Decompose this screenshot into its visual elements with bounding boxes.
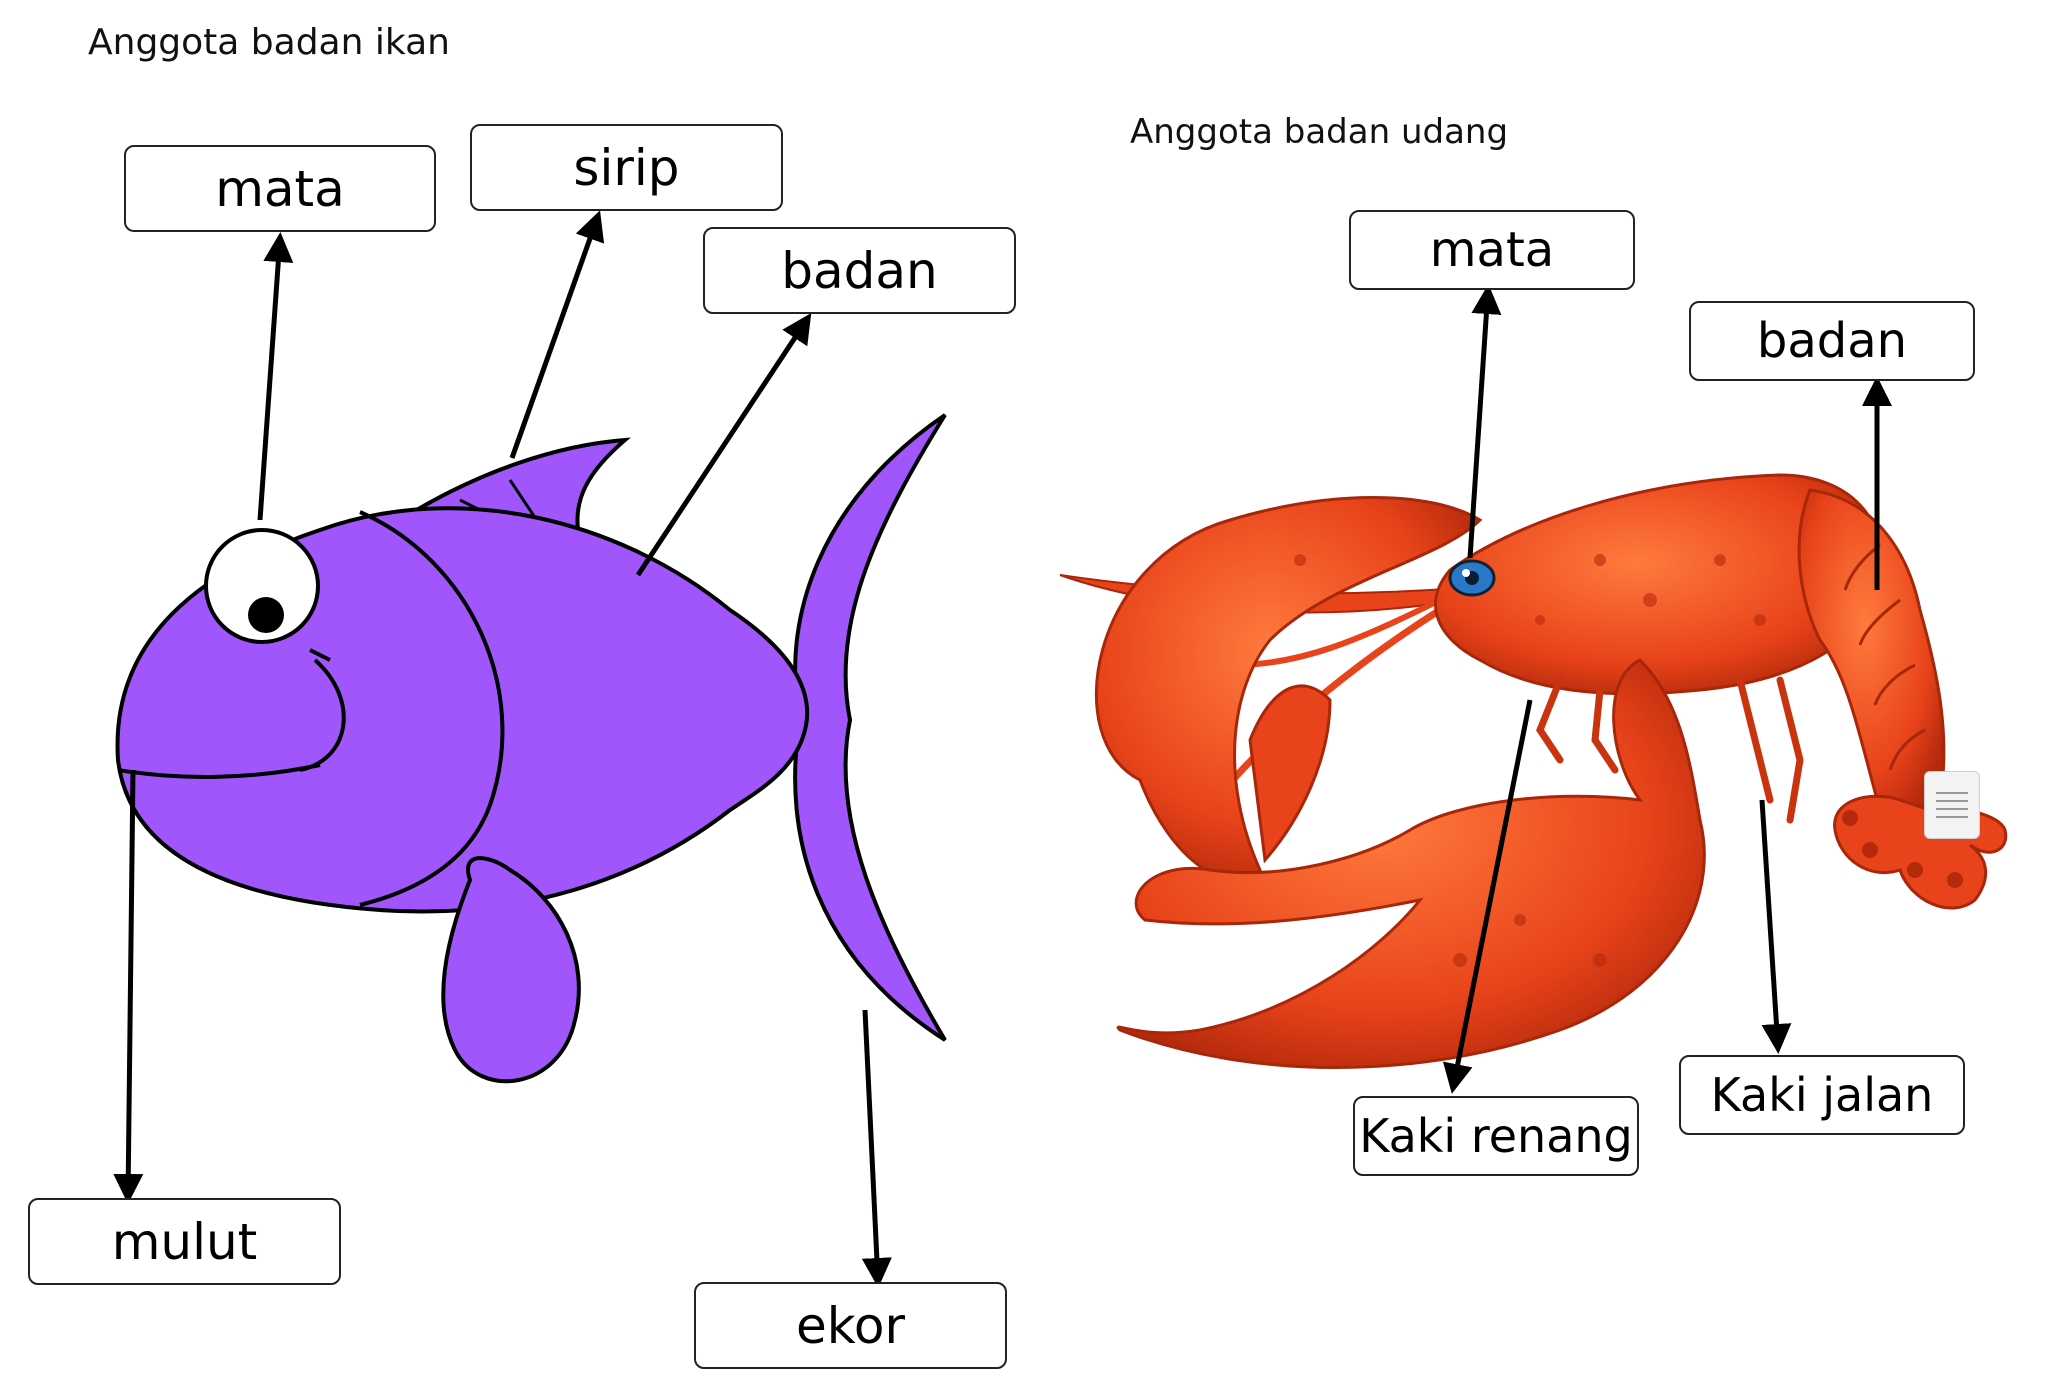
arrow-fish-mulut (113, 769, 144, 1204)
shrimp-tail-fan (1833, 794, 2008, 910)
label-fish-sirip: sirip (470, 124, 783, 211)
label-fish-ekor: ekor (694, 1282, 1007, 1369)
arrow-fish-sirip (509, 210, 605, 459)
shrimp-lower-claw (1116, 658, 1706, 1069)
fish-eye (204, 528, 320, 644)
label-fish-mulut: mulut (28, 1198, 341, 1285)
fish-arrows (113, 210, 892, 1288)
fish-tail (793, 413, 947, 1042)
arrow-fish-mata (257, 232, 294, 521)
fish-illustration (115, 413, 947, 1084)
label-shrimp-kaki-renang: Kaki renang (1353, 1096, 1639, 1176)
fish-pelvic-fin (441, 856, 581, 1084)
arrow-shrimp-mata (1467, 284, 1502, 559)
arrow-shrimp-kaki-jalan (1759, 799, 1792, 1054)
arrow-shrimp-kaki-renang (1442, 699, 1533, 1094)
shrimp-illustration (1059, 473, 2008, 1069)
shrimp-upper-claw (1094, 496, 1483, 882)
arrow-fish-ekor (861, 1009, 892, 1288)
label-shrimp-kaki-jalan: Kaki jalan (1679, 1055, 1965, 1135)
shrimp-caption: Anggota badan udang (1130, 112, 1509, 152)
label-shrimp-mata: mata (1349, 210, 1635, 290)
label-fish-mata: mata (124, 145, 436, 232)
menu-handle-icon[interactable] (1924, 771, 1980, 839)
arrow-fish-badan (635, 312, 812, 577)
label-fish-badan: badan (703, 227, 1016, 314)
fish-caption: Anggota badan ikan (88, 22, 450, 63)
label-shrimp-badan: badan (1689, 301, 1975, 381)
shrimp-arrows (1442, 284, 1892, 1094)
